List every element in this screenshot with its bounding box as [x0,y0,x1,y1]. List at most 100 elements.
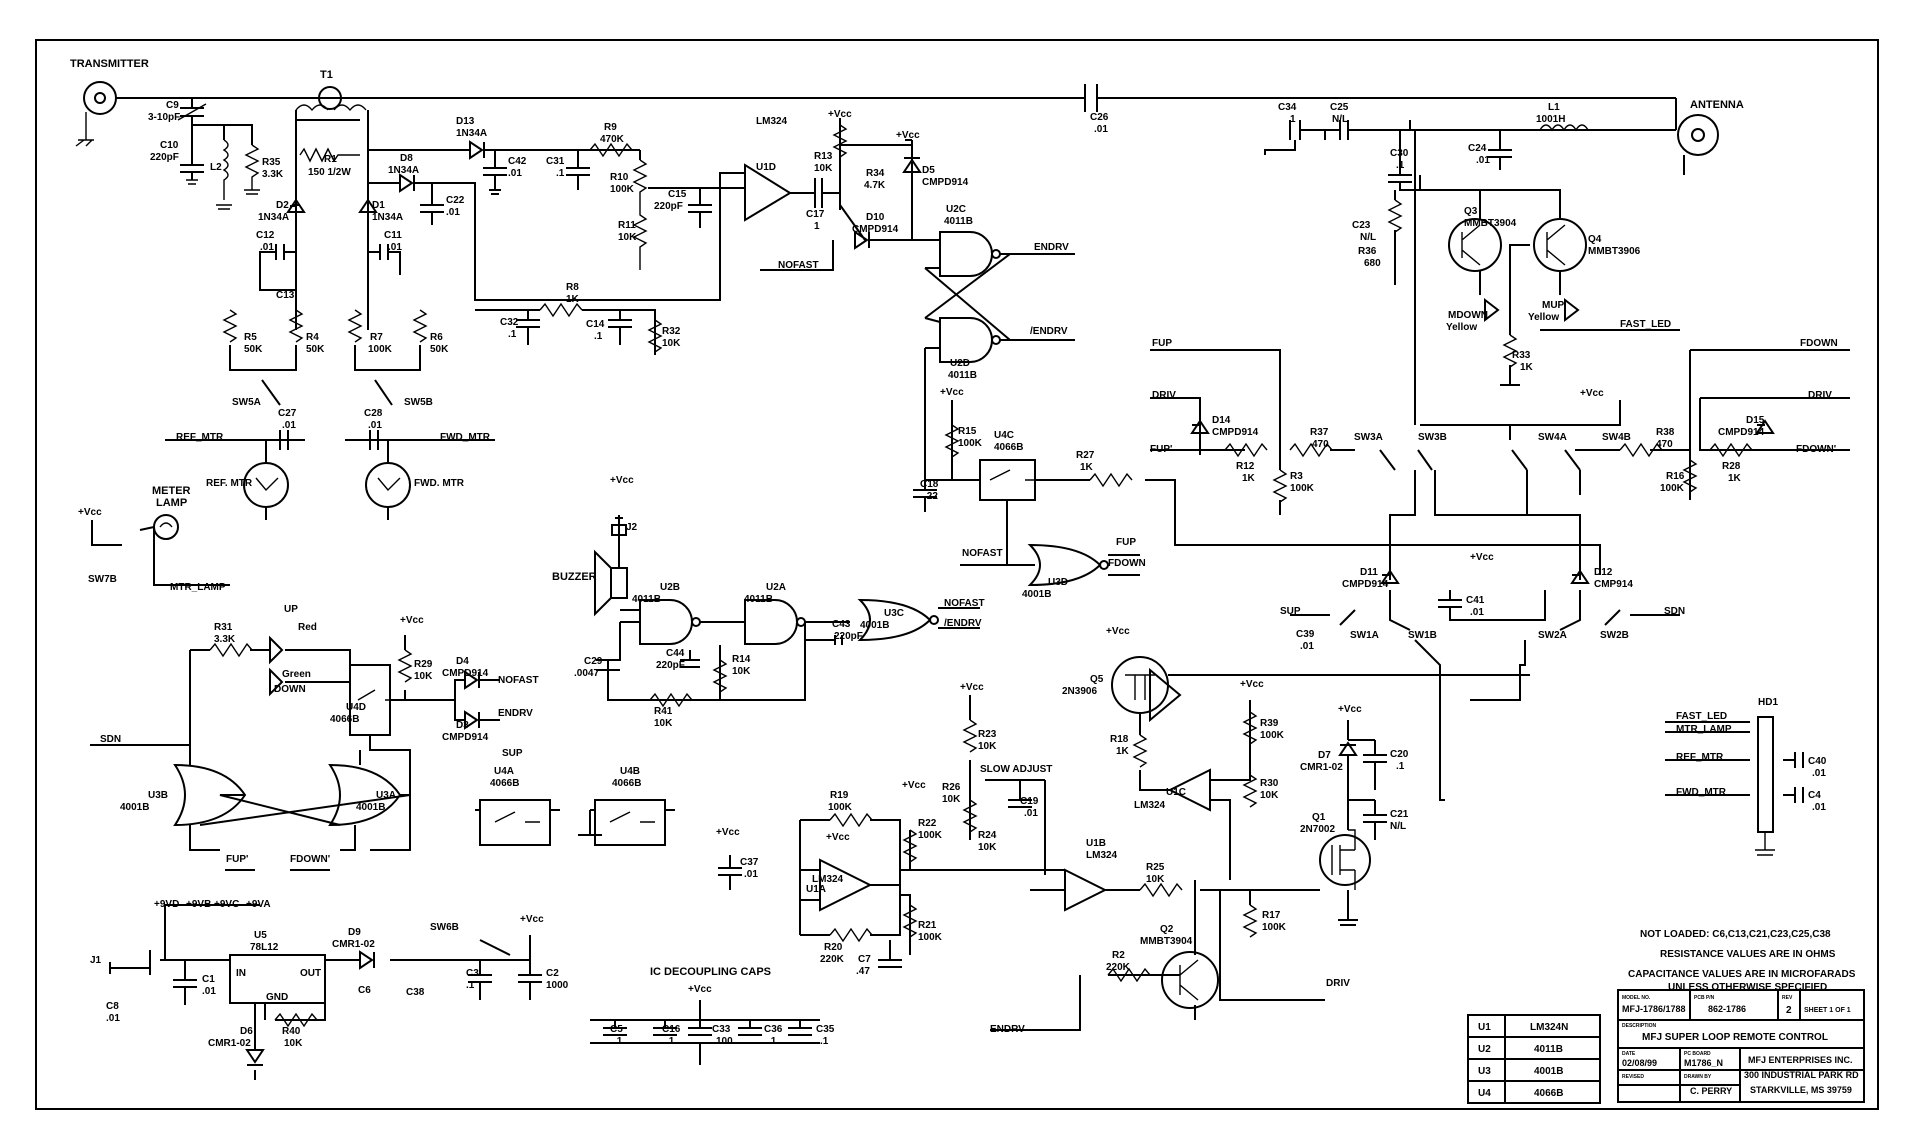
d13-label: D13 [456,116,475,127]
c14-label: C14 [586,319,605,330]
c4-label: C4 [1808,790,1821,801]
u1b-opamp [1064,868,1108,912]
hd1-pin6-label: FWD_MTR [1676,787,1727,798]
mdown-label: MDOWN [1448,310,1488,321]
c12-value: .01 [260,242,274,253]
r28-value: 1K [1728,473,1742,484]
c6-label: C6 [358,985,371,996]
ref-mtr-net: REF_MTR [176,432,224,443]
r38-label: R38 [1656,427,1675,438]
d1-label: D1 [372,200,385,211]
r35-label: R35 [262,157,281,168]
t1-label: T1 [320,69,333,81]
sw4a-label: SW4A [1538,432,1567,443]
r6-value: 50K [430,344,449,355]
d15-label: D15 [1746,415,1765,426]
sw5a-label: SW5A [232,397,261,408]
r20-value: 220K [820,954,845,965]
r5-label: R5 [244,332,257,343]
c43-value: 220pF [834,631,863,642]
v9c-net: +9VC [214,899,239,910]
c36-label: C36 [764,1024,783,1035]
r11-label: R11 [618,220,636,231]
q3-transistor-icon [1448,218,1502,272]
tb-pcb: 862-1786 [1708,1004,1746,1014]
fast-led-net: FAST_LED [1620,319,1671,330]
tb-company: MFJ ENTERPRISES INC. [1748,1055,1853,1065]
ic-table-ref-4: U4 [1478,1088,1491,1099]
nofast-net-2: NOFAST [962,548,1003,559]
tb-sheet: SHEET 1 OF 1 [1804,1007,1851,1014]
vcc-net-7: +Vcc [400,615,424,626]
d11-label: D11 [1360,567,1378,578]
c5-label: C5 [610,1024,623,1035]
u5-value: 78L12 [250,942,279,953]
r16-value: 100K [1660,483,1685,494]
r2-value: 220K [1106,962,1131,973]
u2b-ref-label: U2B [660,582,680,593]
d14-label: D14 [1212,415,1231,426]
u4b-part-label: 4066B [612,778,641,789]
r19-label: R19 [830,790,849,801]
d8-value: 1N34A [388,165,419,176]
c25-label: C25 [1330,102,1349,113]
vcc-net-8: +Vcc [1106,626,1130,637]
c15-value: 220pF [654,201,683,212]
r3-value: 100K [1290,483,1315,494]
c11-label: C11 [384,230,402,241]
r35-value: 3.3K [262,169,284,180]
c38-label: C38 [406,987,425,998]
l1-label: L1 [1548,102,1560,113]
r36-value: 680 [1364,258,1381,269]
c13-label: C13 [276,290,295,301]
q5-transistor-icon [1149,667,1182,723]
r19-value: 100K [828,802,853,813]
tb-date: 02/08/99 [1622,1058,1657,1068]
sw5b-label: SW5B [404,397,433,408]
c21-value: N/L [1390,821,1406,832]
c39-label: C39 [1296,629,1315,640]
u1b-ref-label: U1B [1086,838,1106,849]
u4a-analog-switch [479,799,551,846]
c19-value: .01 [1024,808,1038,819]
note-not-loaded: NOT LOADED: C6,C13,C21,C23,C25,C38 [1640,929,1831,940]
tb-board: M1786_N [1684,1058,1723,1068]
r8-label: R8 [566,282,579,293]
r10-label: R10 [610,172,629,183]
q5-label: Q5 [1090,674,1104,685]
c39-value: .01 [1300,641,1314,652]
c17-label: C17 [806,209,825,220]
tb-address2: STARKVILLE, MS 39759 [1750,1085,1852,1095]
r28-label: R28 [1722,461,1741,472]
d6-label: D6 [240,1026,253,1037]
r2-label: R2 [1112,950,1125,961]
c21-label: C21 [1390,809,1409,820]
sdn-net-2: SDN [100,734,121,745]
r40-value: 10K [284,1038,303,1049]
r15-value: 100K [958,438,983,449]
c25-value: N/L [1332,114,1348,125]
sheet-border [35,39,1879,1110]
r32-value: 10K [662,338,681,349]
u3a-part-label: 4001B [356,802,385,813]
d6-value: CMR1-02 [208,1038,251,1049]
r33-label: R33 [1512,350,1531,361]
c14-value: .1 [594,331,603,342]
r25-label: R25 [1146,862,1165,873]
hd1-pin2-label: MTR_LAMP [1676,724,1732,735]
driv-net-3: DRIV [1326,978,1350,989]
q4-label: Q4 [1588,234,1602,245]
r39-value: 100K [1260,730,1285,741]
u3b-ref-label: U3B [148,790,168,801]
d14-value: CMPD914 [1212,427,1259,438]
u2a-part-label: 4011B [744,594,773,605]
c37-value: .01 [744,869,758,880]
fwd-mtr-net: FWD_MTR [440,432,491,443]
c29-label: C29 [584,656,603,667]
fdown-net-1: FDOWN [1800,338,1838,349]
driv-net-1: DRIV [1152,390,1176,401]
ic-table-ref-2: U2 [1478,1044,1491,1055]
d15-value: CMPD914 [1718,427,1765,438]
r36-label: R36 [1358,246,1377,257]
c16-label: C16 [662,1024,681,1035]
